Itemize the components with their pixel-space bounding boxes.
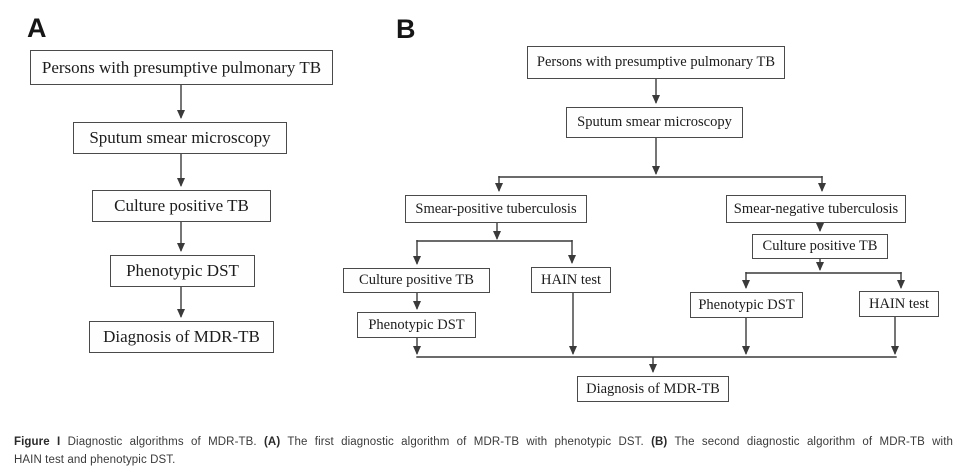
caption-marker-a: (A) — [264, 436, 281, 448]
node-b-smear-positive: Smear-positive tuberculosis — [405, 195, 587, 223]
node-a-phenotypic-dst: Phenotypic DST — [110, 255, 255, 287]
node-b-phenotypic-dst-right: Phenotypic DST — [690, 292, 803, 318]
panel-a-label: A — [27, 13, 47, 43]
node-a-culture-positive: Culture positive TB — [92, 190, 271, 222]
caption-figure-label: Figure I — [14, 436, 61, 448]
node-b-sputum-smear: Sputum smear microscopy — [566, 107, 743, 138]
node-b-presumptive-tb: Persons with presumptive pulmonary TB — [527, 46, 785, 79]
caption-seg3: The second diagnostic algorithm of MDR-T… — [667, 436, 953, 448]
node-b-smear-negative: Smear-negative tuberculosis — [726, 195, 906, 223]
figure-caption: Figure I Diagnostic algorithms of MDR-TB… — [14, 433, 953, 469]
caption-seg2: The first diagnostic algorithm of MDR-TB… — [280, 436, 652, 448]
node-b-culture-positive-right: Culture positive TB — [752, 234, 888, 259]
panel-b-label: B — [396, 14, 416, 44]
node-a-diagnosis-mdr-tb: Diagnosis of MDR-TB — [89, 321, 274, 353]
node-b-hain-test-left: HAIN test — [531, 267, 611, 293]
node-b-phenotypic-dst-left: Phenotypic DST — [357, 312, 476, 338]
caption-marker-b: (B) — [651, 436, 668, 448]
caption-seg1: Diagnostic algorithms of MDR-TB. — [60, 436, 264, 448]
node-a-sputum-smear: Sputum smear microscopy — [73, 122, 287, 154]
figure-caption-line2: HAIN test and phenotypic DST. — [14, 454, 176, 466]
node-a-presumptive-tb: Persons with presumptive pulmonary TB — [30, 50, 333, 85]
node-b-culture-positive-left: Culture positive TB — [343, 268, 490, 293]
node-b-hain-test-right: HAIN test — [859, 291, 939, 317]
node-b-diagnosis-mdr-tb: Diagnosis of MDR-TB — [577, 376, 729, 402]
figure-caption-line1: Figure I Diagnostic algorithms of MDR-TB… — [14, 433, 953, 451]
